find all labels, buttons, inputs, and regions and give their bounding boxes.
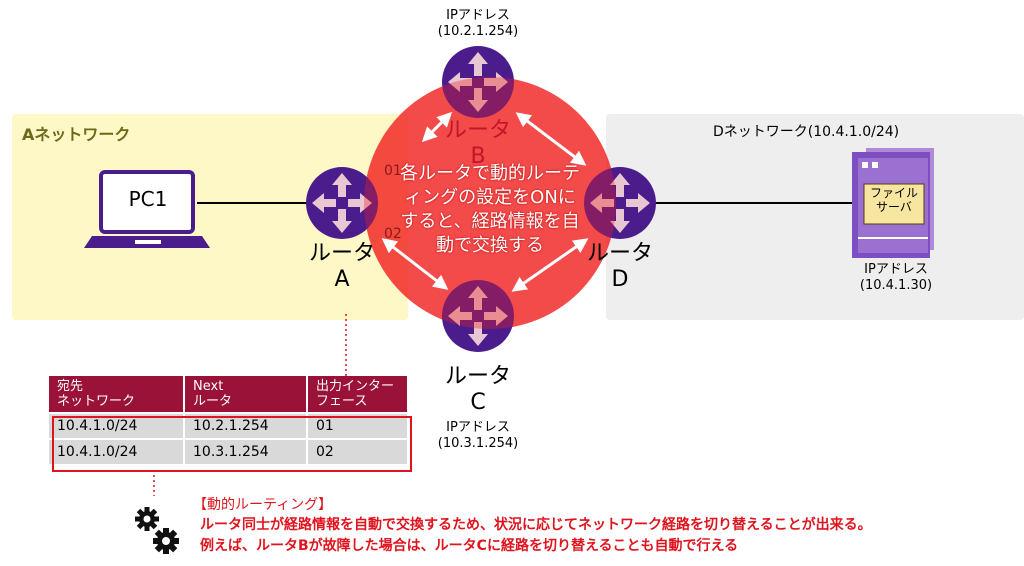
table-row: 10.4.1.0/24 10.3.1.254 02 [49,438,409,464]
gear-icon [135,507,179,554]
port-01-label: 01 [384,163,402,179]
router-d-icon [584,167,656,239]
file-server-icon [852,148,934,258]
header-destination-line2: ネットワーク [57,394,136,409]
port-02-label: 02 [384,226,402,242]
exchange-arrow-b-d [515,112,587,166]
header-interface-line2: フェース [316,394,368,409]
exchange-arrow-a-b [421,111,453,143]
header-interface-line1: 出力インター [316,379,395,394]
header-destination: 宛先 ネットワーク [49,376,185,413]
router-c-label: ルータ C [428,364,528,416]
routing-table-header: 宛先 ネットワーク Next ルータ 出力インター フェース [49,376,409,413]
file-server-ip: IPアドレス (10.4.1.30) [826,262,966,294]
router-c-name: ルータ [444,364,511,389]
file-server-label-line1: ファイル [869,186,918,200]
router-d-name: ルータ [586,241,653,266]
file-server-label-line2: サーバ [876,200,912,214]
center-message: 各ルータで動的ルーティングの設定をONにすると、経路情報を自動で交換する [400,163,580,256]
router-b-name: ルータ [444,118,511,143]
router-b-icon [442,46,514,118]
router-b-ip: IPアドレス (10.2.1.254) [408,8,548,40]
router-c-id: C [470,390,486,415]
cell-destination: 10.4.1.0/24 [49,438,185,464]
network-d-label: Dネットワーク(10.4.1.0/24) [713,124,900,140]
note-line-1: ルータ同士が経路情報を自動で交換するため、状況に応じてネットワーク経路を切り替え… [200,517,872,533]
header-destination-line1: 宛先 [57,379,84,394]
router-c-ip-title: IPアドレス [446,420,510,435]
router-b-id: B [470,144,486,169]
exchange-arrow-a-c [381,238,449,290]
header-next-line2: ルータ [193,394,233,409]
router-d-label: ルータ D [570,241,670,293]
router-a-name: ルータ [308,241,375,266]
header-next-router: Next ルータ [184,376,308,413]
router-b-ip-title: IPアドレス [446,8,510,23]
header-next-line1: Next [193,379,224,394]
router-a-label: ルータ A [292,241,392,293]
file-server-ip-value: (10.4.1.30) [859,278,933,293]
network-a-label: Aネットワーク [22,125,131,144]
cell-interface: 02 [307,438,409,464]
network-d-area [606,114,1024,320]
router-c-ip-value: (10.3.1.254) [437,436,519,451]
header-output-interface: 出力インター フェース [307,376,409,413]
router-b-label: ルータ B [428,118,528,170]
note-line-2: 例えば、ルータBが故障した場合は、ルータCに経路を切り替えることも自動で行える [200,538,739,554]
pc-icon [84,170,210,248]
note-title: 【動的ルーティング】 [193,497,333,513]
router-a-id: A [334,267,350,292]
pc-label: PC1 [128,187,168,211]
router-c-ip: IPアドレス (10.3.1.254) [408,420,548,452]
cell-next-router: 10.3.1.254 [184,438,308,464]
file-server-label: ファイル サーバ [866,186,922,214]
router-b-ip-value: (10.2.1.254) [437,24,519,39]
router-c-icon [442,280,514,352]
file-server-ip-title: IPアドレス [864,262,928,277]
router-a-icon [306,167,378,239]
routing-table-highlight [52,416,412,472]
exchange-arrow-c-d [511,238,589,292]
router-d-id: D [611,267,629,292]
